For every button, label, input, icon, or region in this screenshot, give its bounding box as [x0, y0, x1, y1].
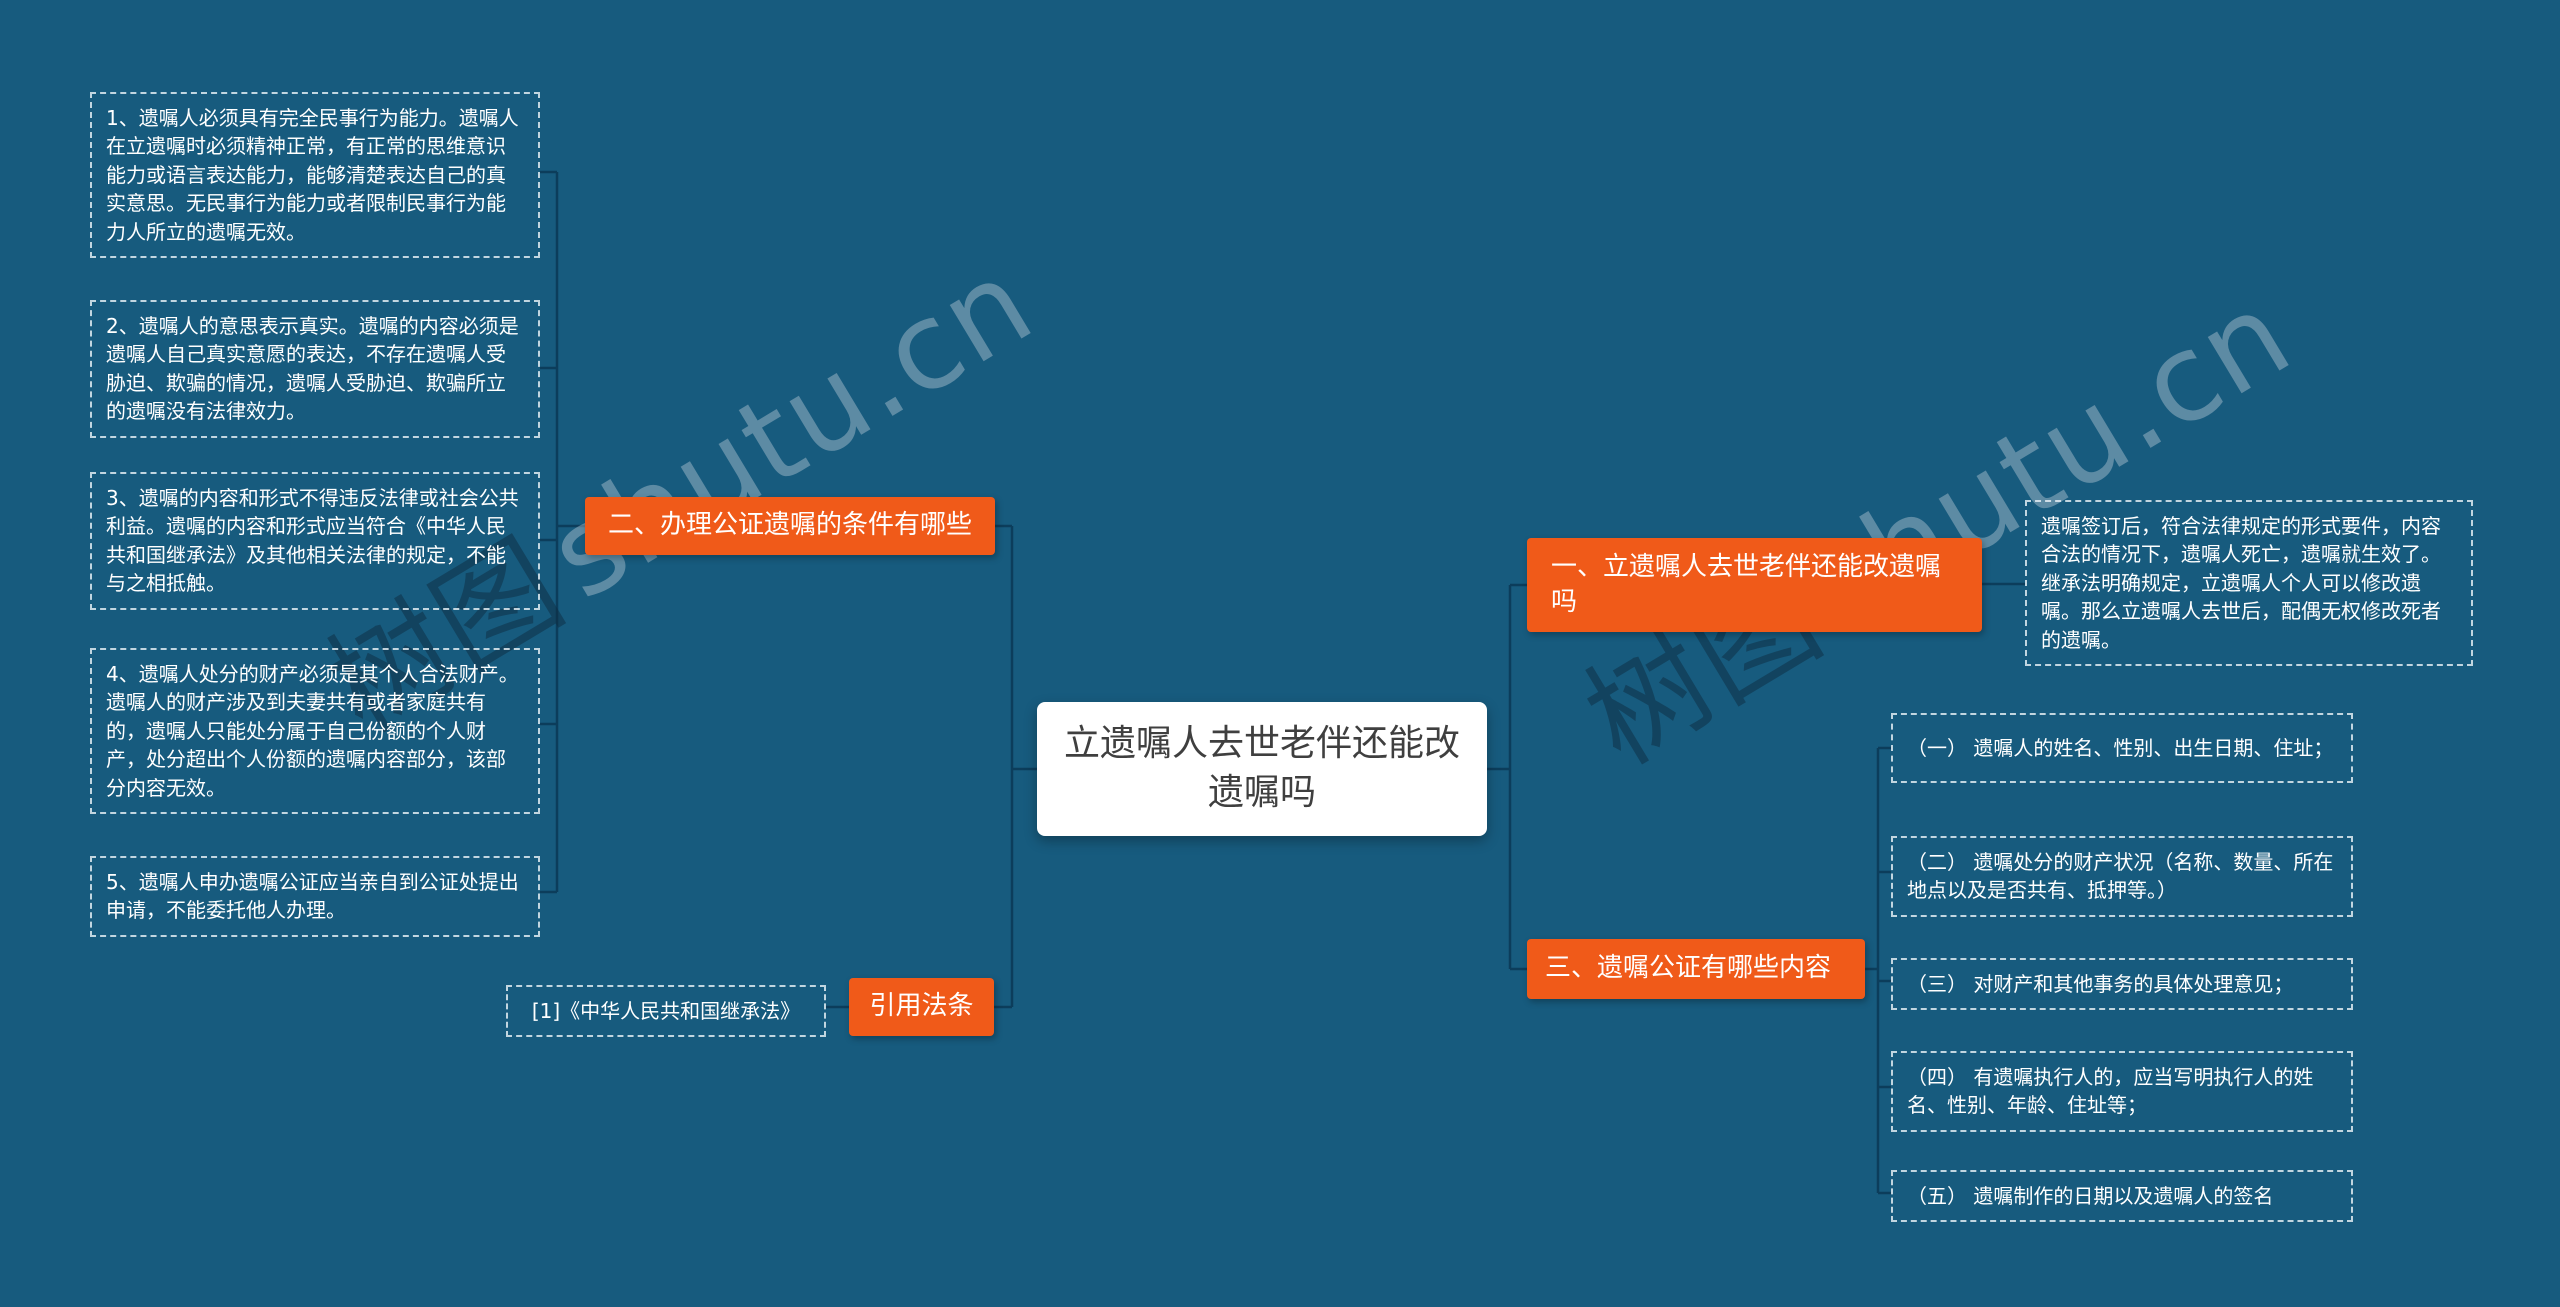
content-item-2[interactable]: （二） 遗嘱处分的财产状况（名称、数量、所在地点以及是否共有、抵押等。）: [1891, 836, 2353, 917]
condition-item-2[interactable]: 2、遗嘱人的意思表示真实。遗嘱的内容必须是遗嘱人自己真实意愿的表达，不存在遗嘱人…: [90, 300, 540, 438]
condition-item-3[interactable]: 3、遗嘱的内容和形式不得违反法律或社会公共利益。遗嘱的内容和形式应当符合《中华人…: [90, 472, 540, 610]
content-item-4[interactable]: （四） 有遗嘱执行人的，应当写明执行人的姓名、性别、年龄、住址等；: [1891, 1051, 2353, 1132]
content-item-1[interactable]: （一） 遗嘱人的姓名、性别、出生日期、住址；: [1891, 713, 2353, 783]
change-detail[interactable]: 遗嘱签订后，符合法律规定的形式要件，内容合法的情况下，遗嘱人死亡，遗嘱就生效了。…: [2025, 500, 2473, 666]
content-item-3[interactable]: （三） 对财产和其他事务的具体处理意见；: [1891, 958, 2353, 1011]
branch-node-contents[interactable]: 三、遗嘱公证有哪些内容: [1527, 939, 1865, 999]
branch-node-law-reference[interactable]: 引用法条: [849, 978, 994, 1036]
law-reference-item-1[interactable]: [1]《中华人民共和国继承法》: [506, 985, 826, 1038]
condition-item-4[interactable]: 4、遗嘱人处分的财产必须是其个人合法财产。遗嘱人的财产涉及到夫妻共有或者家庭共有…: [90, 648, 540, 814]
branch-node-change[interactable]: 一、立遗嘱人去世老伴还能改遗嘱吗: [1527, 538, 1982, 632]
content-item-5[interactable]: （五） 遗嘱制作的日期以及遗嘱人的签名: [1891, 1170, 2353, 1223]
branch-node-conditions[interactable]: 二、办理公证遗嘱的条件有哪些: [585, 497, 995, 555]
condition-item-1[interactable]: 1、遗嘱人必须具有完全民事行为能力。遗嘱人在立遗嘱时必须精神正常，有正常的思维意…: [90, 92, 540, 258]
condition-item-5[interactable]: 5、遗嘱人申办遗嘱公证应当亲自到公证处提出申请，不能委托他人办理。: [90, 856, 540, 937]
center-topic[interactable]: 立遗嘱人去世老伴还能改遗嘱吗: [1037, 702, 1487, 836]
